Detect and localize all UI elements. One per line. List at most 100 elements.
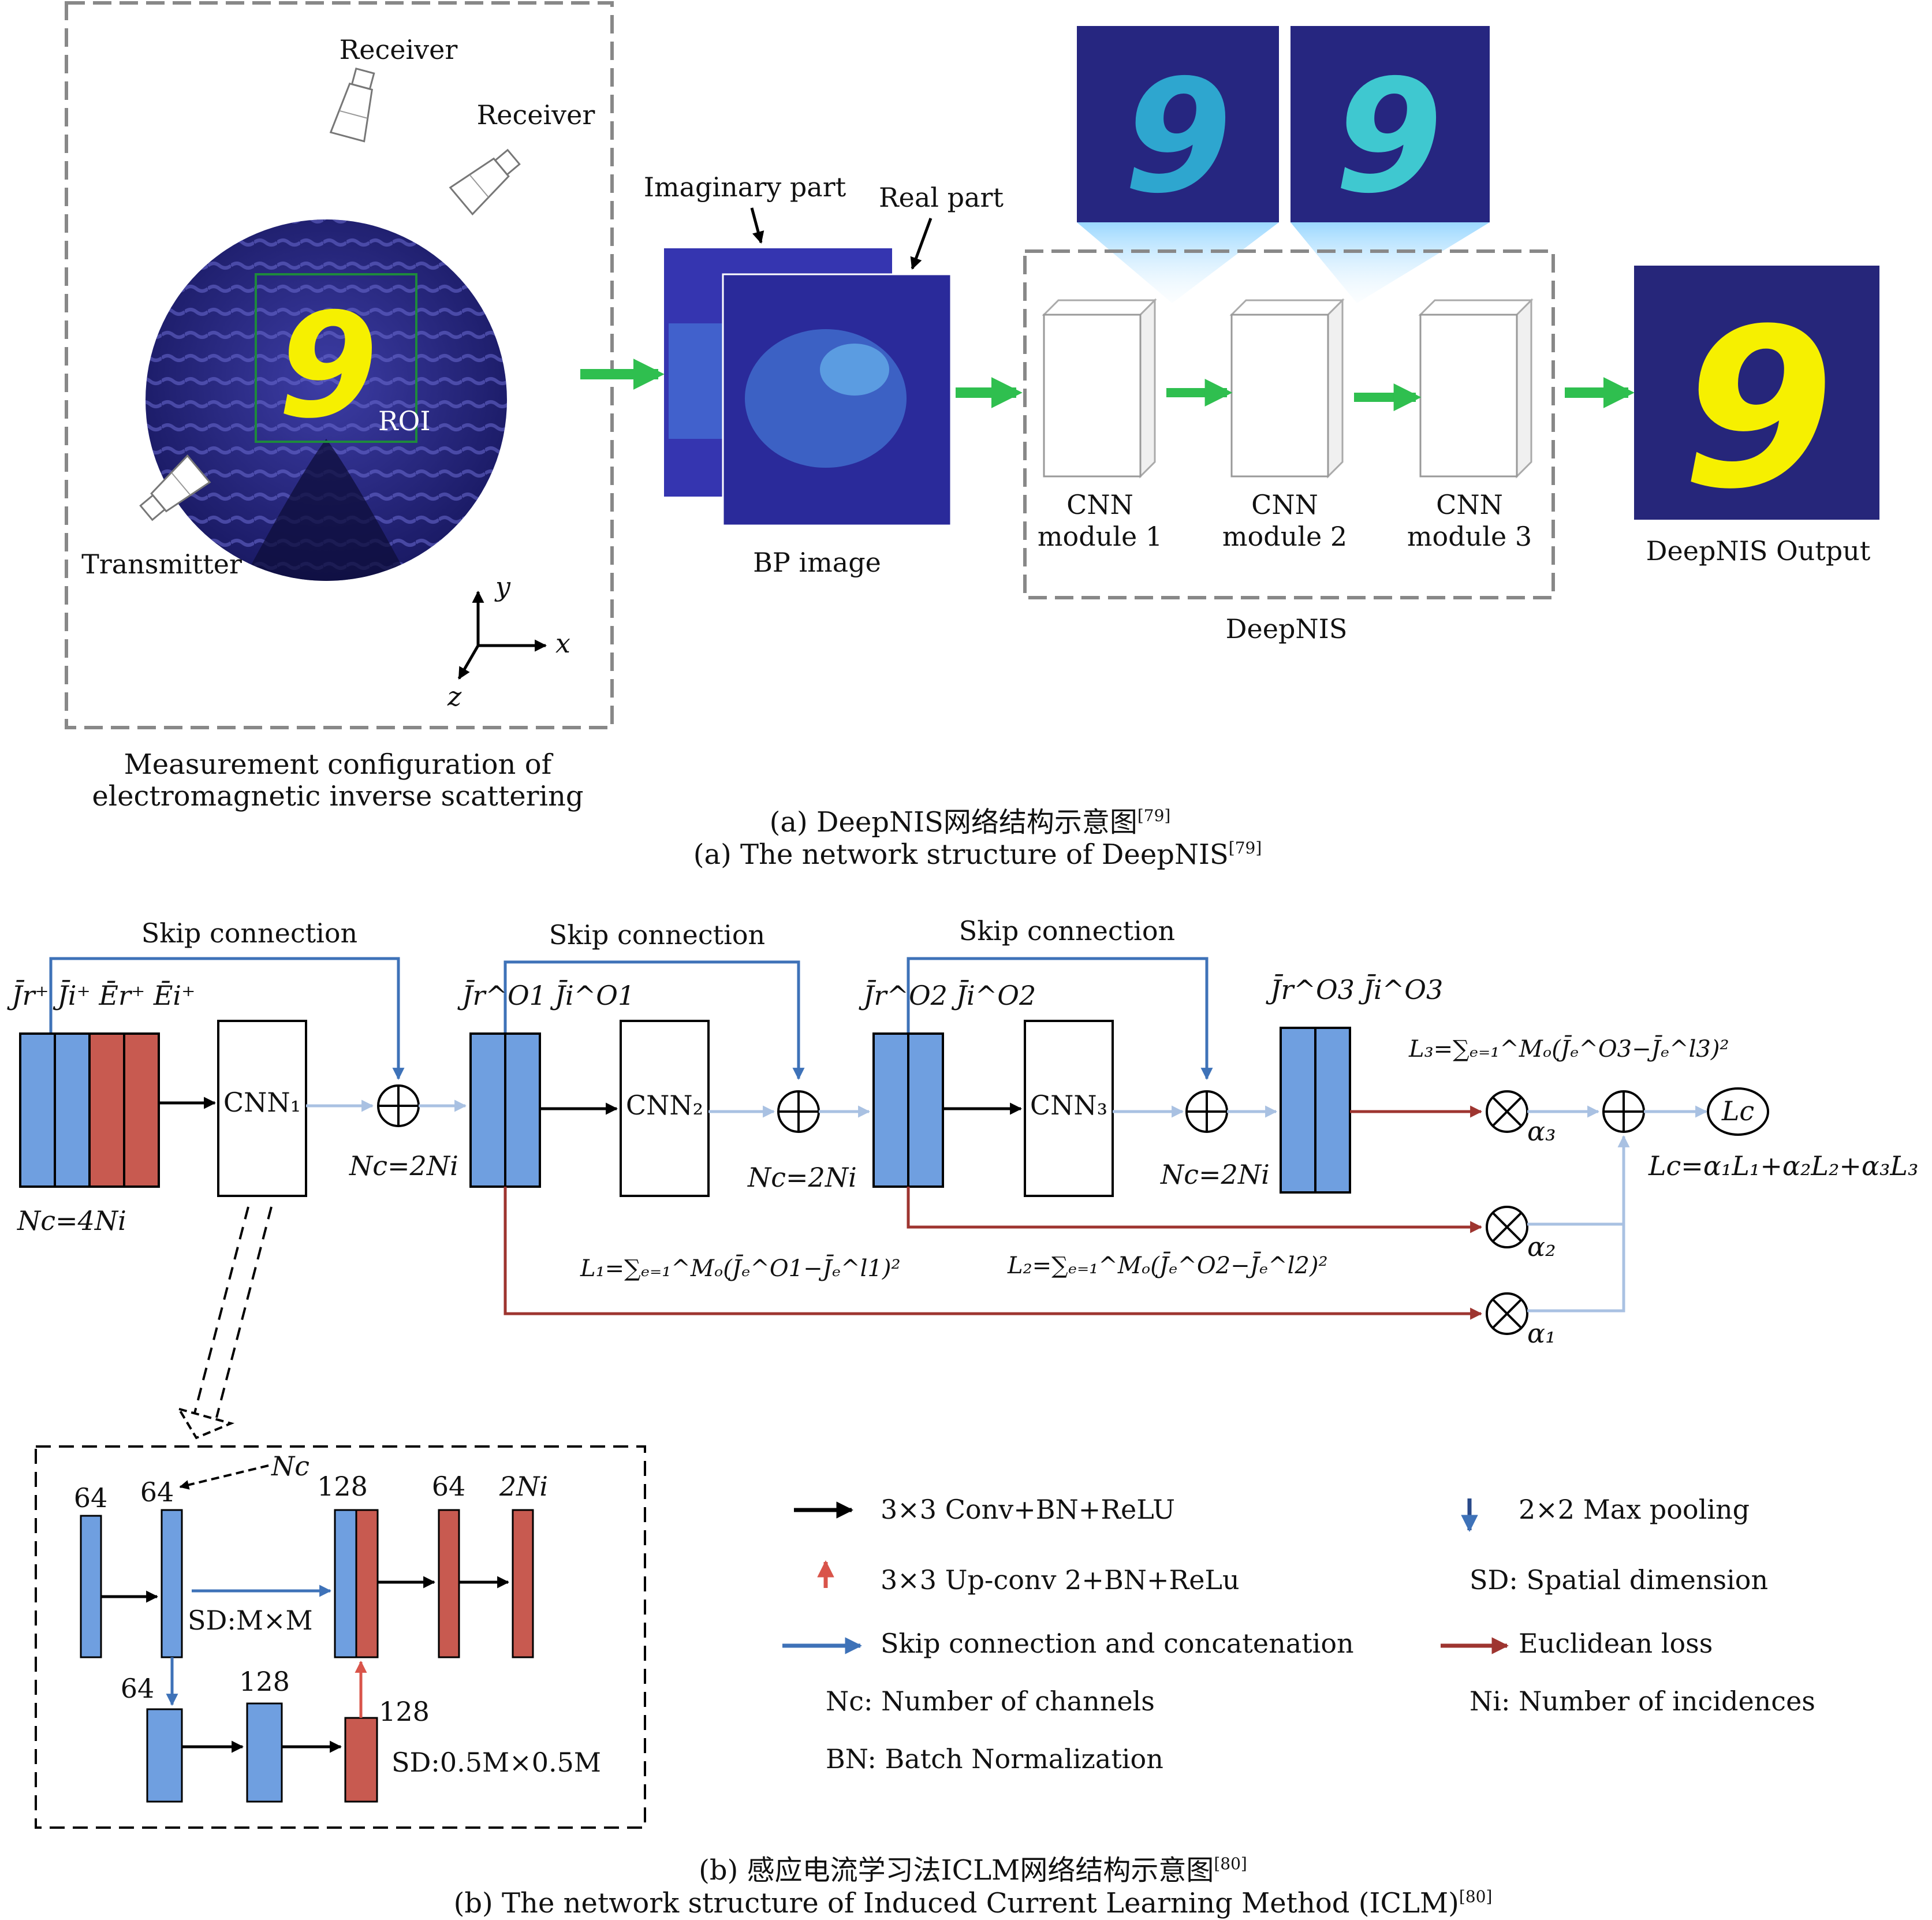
deepnis-output-image: 9: [1634, 266, 1879, 537]
receiver-right-label: Receiver: [477, 99, 595, 131]
unet-label-2ni: 2Ni: [499, 1471, 548, 1502]
unet-block-64d: [146, 1708, 183, 1803]
loss-2-path: [907, 1187, 1483, 1233]
legend-maxpool: 2×2 Max pooling: [1519, 1494, 1750, 1525]
multiply-node-2: [1486, 1206, 1528, 1248]
deepnis-box: [1023, 249, 1555, 599]
imaginary-pointer: [750, 207, 764, 244]
l3-equation: L₃=∑ₑ₌₁^Mₒ(J̄ₑ^O3−J̄ₑ^l3)²: [1408, 1035, 1729, 1062]
o2-labels: J̄r^O2 J̄i^O2: [859, 979, 1036, 1011]
cnn2-block: [620, 1020, 710, 1197]
transmitter-icon: [139, 454, 211, 521]
input-channel-labels: J̄r⁺ J̄i⁺ Ēr⁺ Ēi⁺: [7, 979, 195, 1011]
unet-label-128a: 128: [317, 1471, 368, 1502]
cnn3-block: [1024, 1020, 1114, 1197]
cnn3-label: CNN₃: [1030, 1090, 1107, 1121]
legend-ni-def: Ni: Number of incidences: [1469, 1686, 1815, 1717]
multiply-node-3: [1486, 1090, 1528, 1133]
nc-1-label: Nc=2Ni: [349, 1150, 458, 1181]
coordinate-axes: y x z: [447, 571, 570, 712]
cnn1-output-image: 9: [1077, 26, 1279, 228]
legend-conv: 3×3 Conv+BN+ReLU: [881, 1494, 1175, 1525]
cnn1-label: CNN₁: [223, 1087, 301, 1118]
svg-text:9: 9: [1682, 281, 1834, 537]
axis-x-label: x: [555, 628, 570, 659]
imaginary-part-label: Imaginary part: [644, 172, 846, 203]
real-part-label: Real part: [879, 182, 1004, 213]
measurement-caption-line2: electromagnetic inverse scattering: [92, 780, 583, 812]
unet-label-sd-m: SD:M×M: [188, 1605, 313, 1636]
unet-label-nc: Nc: [271, 1451, 309, 1482]
skip-connection-2: [503, 960, 805, 1080]
o1-labels: J̄r^O1 J̄i^O1: [457, 979, 635, 1011]
measurement-box: [65, 1, 614, 729]
skip-connection-3: [907, 957, 1213, 1080]
o1-block: [469, 1032, 541, 1188]
unet-label-64a: 64: [74, 1482, 108, 1513]
l2-equation: L₂=∑ₑ₌₁^Mₒ(J̄ₑ^O2−J̄ₑ^l2)²: [1007, 1252, 1328, 1279]
skip-connection-1: [49, 957, 405, 1080]
unet-detail-box: [35, 1445, 646, 1829]
sum-node-3: [1185, 1090, 1228, 1133]
svg-text:9: 9: [1334, 46, 1443, 228]
unet-label-128c: 128: [379, 1696, 430, 1727]
legend-upconv: 3×3 Up-conv 2+BN+ReLu: [881, 1564, 1240, 1595]
unet-label-sd-half: SD:0.5M×0.5M: [391, 1747, 601, 1778]
legend-skip: Skip connection and concatenation: [881, 1628, 1354, 1659]
unet-label-64d: 64: [121, 1673, 155, 1704]
svg-text:9: 9: [1124, 46, 1232, 228]
skip-connection-1-label: Skip connection: [141, 918, 357, 949]
l1-equation: L₁=∑ₑ₌₁^Mₒ(J̄ₑ^O1−J̄ₑ^l1)²: [580, 1255, 901, 1282]
cnn2-label: CNN₂: [626, 1090, 703, 1121]
roi-box: [255, 273, 417, 443]
nc-3-label: Nc=2Ni: [1160, 1159, 1270, 1190]
arrow-mul1-to-sum: [1527, 1224, 1625, 1313]
cnn-module-1-block: [1042, 298, 1157, 479]
cnn2-output-image: 9: [1291, 26, 1490, 228]
cnn-module-3-block: [1418, 298, 1534, 479]
transmitter-label: Transmitter: [81, 549, 242, 580]
legend-euclid: Euclidean loss: [1519, 1628, 1713, 1659]
alpha-3-label: α₃: [1527, 1116, 1556, 1147]
unet-block-128-red: [355, 1509, 379, 1658]
unet-diagram: 64 64 Nc 128 64 2Ni SD:M×M 64 128 128 SD…: [74, 1451, 601, 1803]
zoom-arrow-right: [215, 1206, 273, 1418]
receiver-top-label: Receiver: [340, 34, 458, 65]
unet-block-64a: [80, 1515, 102, 1658]
caption-a-en: (a) The network structure of DeepNIS[79]: [693, 838, 1262, 871]
skip-connection-2-label: Skip connection: [549, 919, 765, 950]
unet-label-64b: 64: [140, 1477, 174, 1508]
sum-node-1: [377, 1084, 420, 1127]
unet-block-128c: [344, 1717, 378, 1803]
roi-label: ROI: [378, 405, 431, 437]
o2-block: [872, 1032, 944, 1188]
input-block-stack: [19, 1032, 160, 1188]
receiver-top-icon: [329, 67, 375, 143]
loss-1-path: [503, 1187, 1483, 1320]
nc-input-label: Nc=4Ni: [17, 1205, 126, 1236]
bp-image-label: BP image: [753, 547, 881, 578]
unet-block-128-blue: [334, 1509, 357, 1658]
deepnis-label: DeepNIS: [1226, 613, 1348, 644]
sum-node-loss: [1602, 1090, 1645, 1133]
lc-node-label: Lc: [1721, 1095, 1754, 1127]
caption-a-cn: (a) DeepNIS网络结构示意图[79]: [770, 806, 1171, 838]
nc-2-label: Nc=2Ni: [747, 1162, 857, 1193]
o3-labels: J̄r^O3 J̄i^O3: [1266, 974, 1443, 1005]
cnn-module-3-label-l1: CNN: [1436, 489, 1503, 520]
legend-sd-def: SD: Spatial dimension: [1469, 1564, 1768, 1595]
unet-block-64b: [161, 1509, 183, 1658]
scattering-field: 9 ROI: [146, 219, 507, 581]
caption-b-cn: (b) 感应电流学习法ICLM网络结构示意图[80]: [699, 1854, 1247, 1887]
cnn1-block: [217, 1020, 307, 1197]
digit-9-field: 9: [278, 282, 378, 450]
lc-equation: Lc=α₁L₁+α₂L₂+α₃L₃: [1648, 1150, 1918, 1181]
axis-z-label: z: [447, 681, 462, 712]
arrow-mul2-to-sum: [1527, 1135, 1630, 1226]
unet-label-64c: 64: [432, 1471, 466, 1502]
cnn-module-2-block: [1229, 298, 1345, 479]
alpha-1-label: α₁: [1527, 1318, 1556, 1349]
zoom-arrow-left: [192, 1206, 249, 1418]
